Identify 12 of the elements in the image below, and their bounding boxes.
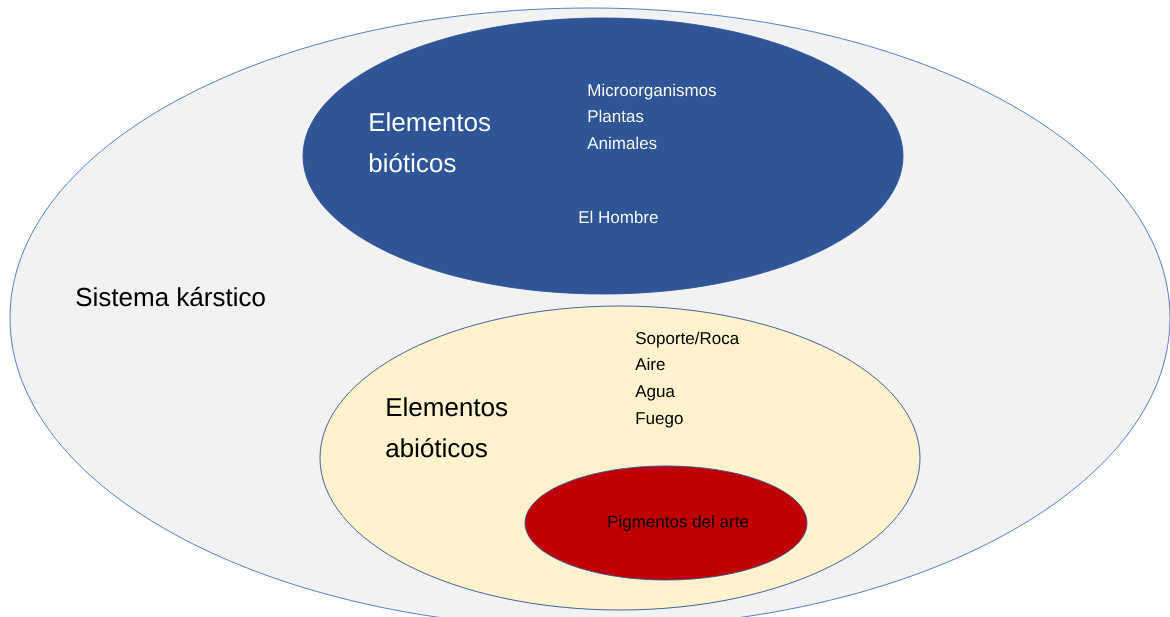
- list-item: Microorganismos: [588, 83, 716, 100]
- region-title: Elementos bióticos: [369, 112, 491, 173]
- list-item: Soporte/Roca: [636, 331, 740, 348]
- region-title: Sistema kárstico: [76, 286, 265, 307]
- region-title: Elementos abióticos: [386, 397, 508, 458]
- list-item: Animales: [587, 136, 657, 150]
- region-label: Pigmentos del arte: [608, 515, 749, 531]
- list-item: Agua: [635, 385, 675, 401]
- list-item: El Hombre: [579, 210, 658, 224]
- list-item: Aire: [635, 357, 665, 371]
- list-item: Plantas: [588, 109, 644, 123]
- list-item: Fuego: [636, 412, 683, 428]
